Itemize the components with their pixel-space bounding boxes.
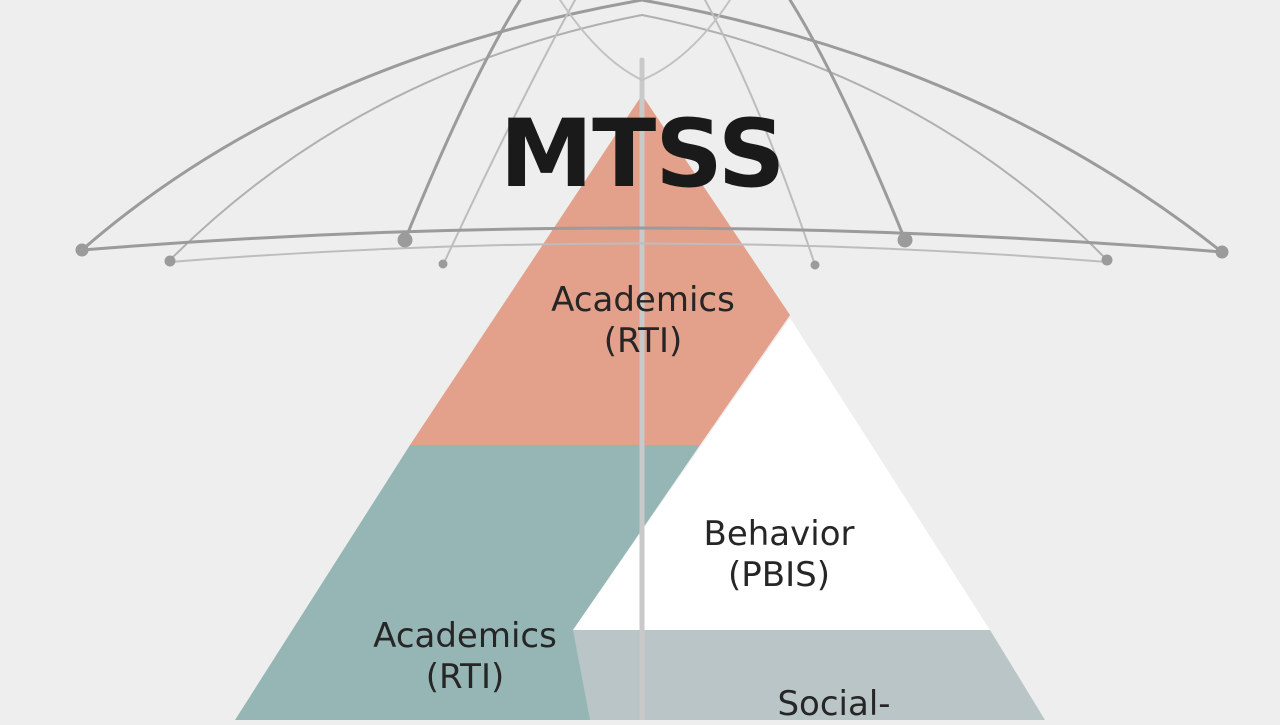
social-label: Social- (777, 684, 890, 725)
umbrella-icon (75, 0, 1229, 723)
diagram-title: MTSS (499, 100, 786, 209)
social-tier (573, 630, 1045, 720)
academics-bottom-line1: Academics (373, 616, 557, 656)
behavior-line2: (PBIS) (728, 554, 830, 595)
academics-bottom-label: Academics (RTI) (373, 616, 557, 698)
academics-top-line2: (RTI) (603, 320, 683, 361)
behavior-tier (573, 318, 990, 630)
social-line1: Social- (777, 684, 891, 724)
behavior-label: Behavior (PBIS) (704, 514, 855, 596)
behavior-line1: Behavior (703, 514, 855, 554)
academics-top-label: Academics (RTI) (551, 280, 735, 362)
academics-top-line1: Academics (551, 280, 735, 320)
academics-top-tier (410, 95, 790, 445)
academics-bottom-line2: (RTI) (425, 656, 505, 697)
